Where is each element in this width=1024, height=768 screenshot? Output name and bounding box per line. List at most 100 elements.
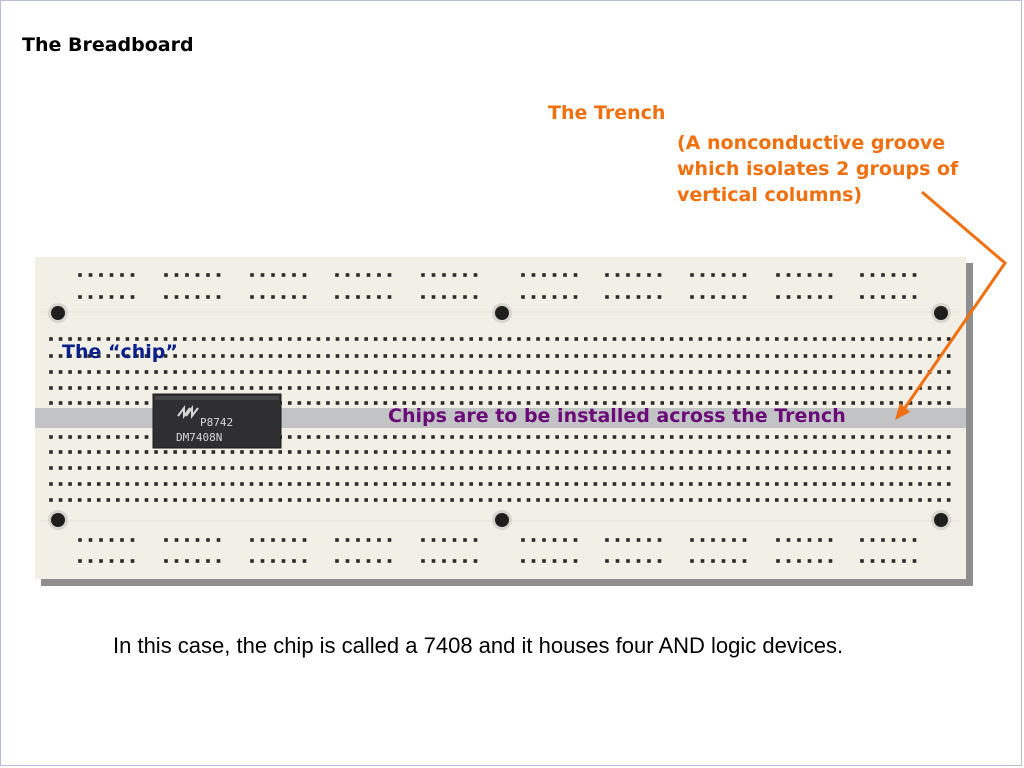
terminal-hole (87, 386, 91, 390)
terminal-hole (144, 401, 149, 405)
power-rail-hole (626, 273, 630, 277)
terminal-hole (555, 337, 559, 341)
power-rail-hole (377, 273, 381, 277)
terminal-hole (937, 370, 941, 374)
terminal-hole (755, 466, 760, 470)
terminal-hole (622, 450, 626, 454)
terminal-hole (163, 354, 168, 358)
terminal-hole (192, 482, 197, 486)
terminal-hole (650, 435, 655, 439)
terminal-hole (498, 435, 502, 439)
terminal-hole (478, 354, 483, 358)
terminal-hole (459, 370, 464, 374)
terminal-hole (49, 498, 53, 502)
power-rail-hole (130, 295, 135, 299)
terminal-hole (412, 401, 416, 405)
terminal-hole (813, 354, 817, 358)
terminal-hole (383, 337, 388, 341)
power-rail-hole (421, 559, 425, 563)
power-rail-hole (335, 273, 339, 277)
terminal-hole (421, 386, 426, 390)
power-rail-hole (573, 538, 578, 542)
terminal-hole (803, 466, 808, 470)
power-rail-hole (463, 295, 467, 299)
terminal-hole (49, 450, 53, 454)
terminal-hole (173, 370, 177, 374)
terminal-hole (631, 450, 636, 454)
power-rail-hole (563, 559, 567, 563)
power-rail-hole (647, 559, 651, 563)
terminal-hole (450, 354, 454, 358)
terminal-hole (889, 370, 894, 374)
terminal-hole (708, 498, 712, 502)
terminal-hole (784, 466, 789, 470)
terminal-hole (746, 482, 750, 486)
power-rail-hole (605, 559, 609, 563)
terminal-hole (698, 354, 703, 358)
terminal-hole (918, 435, 922, 439)
terminal-hole (488, 370, 493, 374)
power-rail-hole (302, 273, 307, 277)
terminal-hole (736, 435, 741, 439)
terminal-hole (622, 337, 626, 341)
power-rail-hole (78, 273, 82, 277)
terminal-hole (478, 435, 483, 439)
power-rail-hole (797, 273, 801, 277)
terminal-hole (736, 450, 741, 454)
terminal-hole (383, 498, 388, 502)
power-rail-hole (891, 559, 896, 563)
power-rail-hole (615, 273, 620, 277)
power-rail-hole (700, 559, 705, 563)
power-rail-hole (164, 559, 168, 563)
power-rail-hole (828, 295, 833, 299)
power-rail-hole (891, 538, 896, 542)
terminal-hole (259, 450, 263, 454)
terminal-hole (841, 354, 846, 358)
terminal-hole (49, 370, 53, 374)
power-rail-hole (721, 295, 726, 299)
power-rail-hole (335, 559, 339, 563)
power-rail-hole (271, 538, 275, 542)
terminal-hole (517, 386, 521, 390)
power-rail-hole (721, 273, 726, 277)
terminal-hole (335, 354, 340, 358)
terminal-hole (478, 370, 483, 374)
power-rail-hole (377, 559, 381, 563)
terminal-hole (832, 498, 836, 502)
terminal-hole (517, 450, 521, 454)
terminal-hole (182, 354, 187, 358)
terminal-hole (316, 498, 321, 502)
terminal-hole (918, 450, 922, 454)
power-rail-hole (109, 295, 114, 299)
power-rail-hole (431, 538, 436, 542)
power-rail-hole (521, 538, 525, 542)
power-rail-hole (302, 559, 307, 563)
terminal-hole (574, 498, 579, 502)
terminal-hole (574, 450, 579, 454)
power-rail-hole (690, 559, 694, 563)
terminal-hole (478, 498, 483, 502)
terminal-hole (412, 435, 416, 439)
terminal-hole (393, 450, 397, 454)
terminal-hole (631, 498, 636, 502)
terminal-hole (555, 450, 559, 454)
terminal-hole (545, 498, 550, 502)
power-rail-hole (786, 273, 791, 277)
power-rail-hole (891, 273, 896, 277)
terminal-hole (813, 435, 817, 439)
terminal-hole (326, 466, 330, 470)
terminal-hole (660, 401, 664, 405)
terminal-hole (106, 435, 111, 439)
terminal-hole (880, 435, 884, 439)
terminal-hole (689, 435, 693, 439)
terminal-hole (880, 386, 884, 390)
terminal-hole (832, 450, 836, 454)
terminal-hole (421, 337, 426, 341)
terminal-hole (68, 466, 72, 470)
terminal-hole (775, 370, 779, 374)
power-rail-hole (366, 538, 371, 542)
terminal-hole (889, 354, 894, 358)
terminal-hole (822, 450, 827, 454)
power-rail-hole (356, 273, 360, 277)
terminal-hole (68, 370, 72, 374)
